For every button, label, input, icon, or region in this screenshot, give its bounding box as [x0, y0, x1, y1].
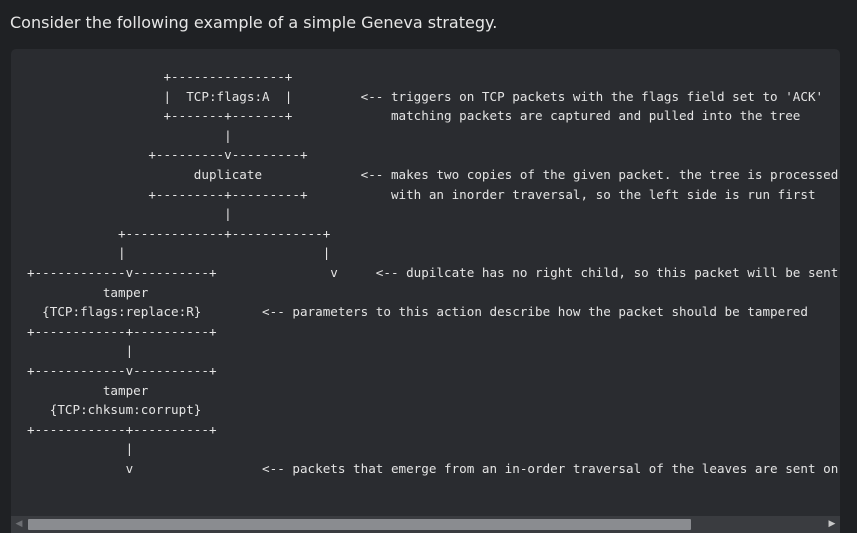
code-line: tamper	[27, 284, 149, 300]
code-line: +---------+---------+ with an inorder tr…	[27, 186, 816, 202]
code-line: {TCP:chksum:corrupt}	[27, 402, 202, 418]
code-line: duplicate <-- makes two copies of the gi…	[27, 166, 839, 182]
code-line: +---------------+	[27, 69, 293, 84]
code-line: +-------+-------+ matching packets are c…	[27, 108, 801, 124]
strategy-diagram-code: +---------------+ | TCP:flags:A | <-- tr…	[27, 67, 840, 478]
code-line: |	[27, 343, 134, 359]
code-line: | TCP:flags:A | <-- triggers on TCP pack…	[27, 88, 824, 104]
code-line: +------------+----------+	[27, 421, 217, 437]
code-line: tamper	[27, 382, 149, 398]
code-line: +------------v----------+ v <-- dupilcat…	[27, 264, 840, 280]
code-line: +------------+----------+	[27, 323, 217, 339]
scroll-right-icon[interactable]: ▶	[828, 519, 836, 529]
code-viewport: +---------------+ | TCP:flags:A | <-- tr…	[11, 49, 840, 516]
code-line: {TCP:flags:replace:R} <-- parameters to …	[27, 304, 808, 320]
code-line: |	[27, 127, 232, 143]
code-line: +-------------+------------+	[27, 225, 331, 241]
code-line: +---------v---------+	[27, 147, 308, 163]
scrollbar-thumb[interactable]	[28, 519, 691, 530]
code-line: |	[27, 441, 134, 457]
code-line: +------------v----------+	[27, 362, 217, 378]
intro-text: Consider the following example of a simp…	[10, 13, 498, 32]
scroll-left-icon[interactable]: ◀	[15, 519, 23, 529]
code-line: |	[27, 206, 232, 222]
code-line: | |	[27, 245, 331, 261]
code-block[interactable]: +---------------+ | TCP:flags:A | <-- tr…	[11, 49, 840, 533]
horizontal-scrollbar[interactable]: ◀ ▶	[11, 516, 840, 533]
code-line: v <-- packets that emerge from an in-ord…	[27, 460, 840, 476]
